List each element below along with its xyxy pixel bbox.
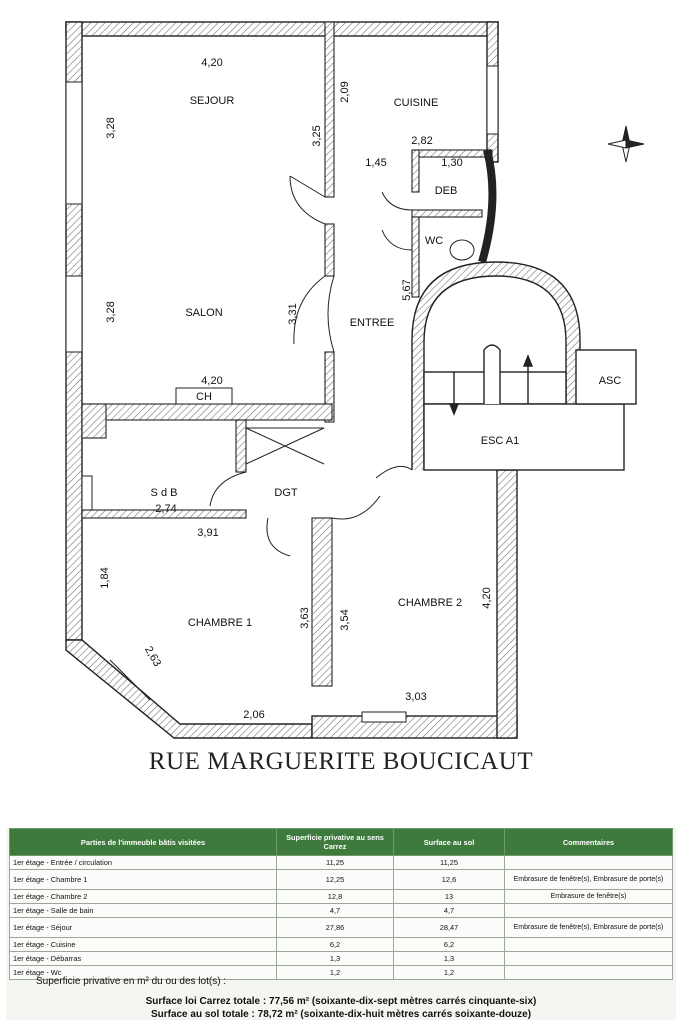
compass-icon <box>607 125 645 163</box>
cell-comment <box>504 951 673 966</box>
cell-part: 1er étage - Entrée / circulation <box>9 855 277 870</box>
cell-carrez: 1,3 <box>276 951 394 966</box>
room-label-deb: DEB <box>435 185 458 197</box>
cell-part: 1er étage - Cuisine <box>9 937 277 952</box>
table-row: 1er étage - Débarras 1,3 1,3 <box>9 951 673 966</box>
dim-ch2-right: 4,20 <box>481 587 493 608</box>
table-row: 1er étage - Chambre 1 12,25 12,6 Embrasu… <box>9 869 673 890</box>
room-label-dgt: DGT <box>274 487 298 499</box>
cell-sol: 1,2 <box>393 965 505 980</box>
cell-carrez: 11,25 <box>276 855 394 870</box>
cell-carrez: 12,25 <box>276 869 394 890</box>
cell-comment <box>504 965 673 980</box>
cell-comment: Embrasure de fenêtre(s) <box>504 889 673 904</box>
dim-sejour-left: 3,28 <box>105 117 117 138</box>
cell-sol: 11,25 <box>393 855 505 870</box>
toilet-fixture <box>449 239 475 261</box>
dim-ch1-right: 3,63 <box>299 607 311 628</box>
room-label-entree: ENTREE <box>350 317 395 329</box>
surface-table-panel: Parties de l'immeuble bâtis visitées Sup… <box>6 828 676 1020</box>
cell-part: 1er étage - Chambre 2 <box>9 889 277 904</box>
table-header-row: Parties de l'immeuble bâtis visitées Sup… <box>9 828 673 856</box>
cell-sol: 6,2 <box>393 937 505 952</box>
chimney <box>175 387 233 405</box>
cell-sol: 28,47 <box>393 917 505 938</box>
cell-carrez: 27,86 <box>276 917 394 938</box>
cell-carrez: 12,8 <box>276 889 394 904</box>
cell-comment: Embrasure de fenêtre(s), Embrasure de po… <box>504 869 673 890</box>
col-sol: Surface au sol <box>393 828 505 856</box>
summary-sol-total: Surface au sol totale : 78,72 m² (soixan… <box>150 1009 532 1020</box>
room-label-chambre1: CHAMBRE 1 <box>188 617 252 629</box>
street-name: RUE MARGUERITE BOUCICAUT <box>148 748 534 775</box>
table-row: 1er étage - Wc 1,2 1,2 <box>9 965 673 980</box>
dim-entree-left: 1,45 <box>365 157 386 169</box>
table-row: 1er étage - Entrée / circulation 11,25 1… <box>9 855 673 870</box>
cell-sol: 1,3 <box>393 951 505 966</box>
table-row: 1er étage - Séjour 27,86 28,47 Embrasure… <box>9 917 673 938</box>
dim-ch1-bottom: 2,06 <box>243 709 264 721</box>
cell-carrez: 6,2 <box>276 937 394 952</box>
dim-deb-width: 1,30 <box>441 157 462 169</box>
summary-carrez-total: Surface loi Carrez totale : 77,56 m² (so… <box>145 996 537 1007</box>
cell-comment: Embrasure de fenêtre(s), Embrasure de po… <box>504 917 673 938</box>
dim-salon-width: 4,20 <box>201 375 222 387</box>
room-label-ch: CH <box>196 391 212 403</box>
summary-intro: Superficie privative en m² du ou des lot… <box>36 976 227 987</box>
doors <box>209 175 413 557</box>
curved-wall <box>478 148 497 264</box>
col-carrez: Superficie privative au sens Carrez <box>276 828 394 856</box>
cell-part: 1er étage - Salle de bain <box>9 903 277 918</box>
floor-plan: SEJOUR CUISINE DEB WC SALON ENTREE ASC E… <box>65 21 645 739</box>
windows <box>65 65 499 723</box>
cell-part: 1er étage - Chambre 1 <box>9 869 277 890</box>
dim-salon-left: 3,28 <box>105 301 117 322</box>
dim-ch2-left: 3,54 <box>339 609 351 630</box>
table-row: 1er étage - Chambre 2 12,8 13 Embrasure … <box>9 889 673 904</box>
col-parts: Parties de l'immeuble bâtis visitées <box>9 828 277 856</box>
cell-part: 1er étage - Débarras <box>9 951 277 966</box>
dim-salon-right: 3,31 <box>287 303 299 324</box>
interior-walls <box>81 21 493 687</box>
room-label-esc: ESC A1 <box>481 435 520 447</box>
room-label-asc: ASC <box>599 375 622 387</box>
stair-core <box>411 261 637 471</box>
dim-sdb-width: 2,74 <box>155 503 176 515</box>
cell-comment <box>504 855 673 870</box>
dim-cuisine-bottom: 2,82 <box>411 135 432 147</box>
cell-comment <box>504 937 673 952</box>
room-label-chambre2: CHAMBRE 2 <box>398 597 462 609</box>
cell-part: 1er étage - Séjour <box>9 917 277 938</box>
room-label-cuisine: CUISINE <box>394 97 439 109</box>
cell-sol: 12,6 <box>393 869 505 890</box>
table-row: 1er étage - Cuisine 6,2 6,2 <box>9 937 673 952</box>
cell-carrez: 1,2 <box>276 965 394 980</box>
room-label-salon: SALON <box>185 307 222 319</box>
dim-ch1-top: 3,91 <box>197 527 218 539</box>
table-row: 1er étage - Salle de bain 4,7 4,7 <box>9 903 673 918</box>
cell-sol: 13 <box>393 889 505 904</box>
dim-sejour-right: 3,25 <box>311 125 323 146</box>
dim-ch1-diagonal: 2,63 <box>142 644 163 669</box>
dim-ch1-left: 1,84 <box>99 567 111 588</box>
room-label-sdb: S d B <box>151 487 178 499</box>
dim-entree-right: 5,67 <box>401 279 413 300</box>
room-label-wc: WC <box>425 235 443 247</box>
col-comments: Commentaires <box>504 828 673 856</box>
cell-sol: 4,7 <box>393 903 505 918</box>
cell-carrez: 4,7 <box>276 903 394 918</box>
cell-comment <box>504 903 673 918</box>
dim-ch2-bottom: 3,03 <box>405 691 426 703</box>
dim-sejour-width: 4,20 <box>201 57 222 69</box>
dim-cuisine-left: 2,09 <box>339 81 351 102</box>
surface-table: Parties de l'immeuble bâtis visitées Sup… <box>9 828 673 980</box>
room-label-sejour: SEJOUR <box>190 95 235 107</box>
cell-part: 1er étage - Wc <box>9 965 277 980</box>
